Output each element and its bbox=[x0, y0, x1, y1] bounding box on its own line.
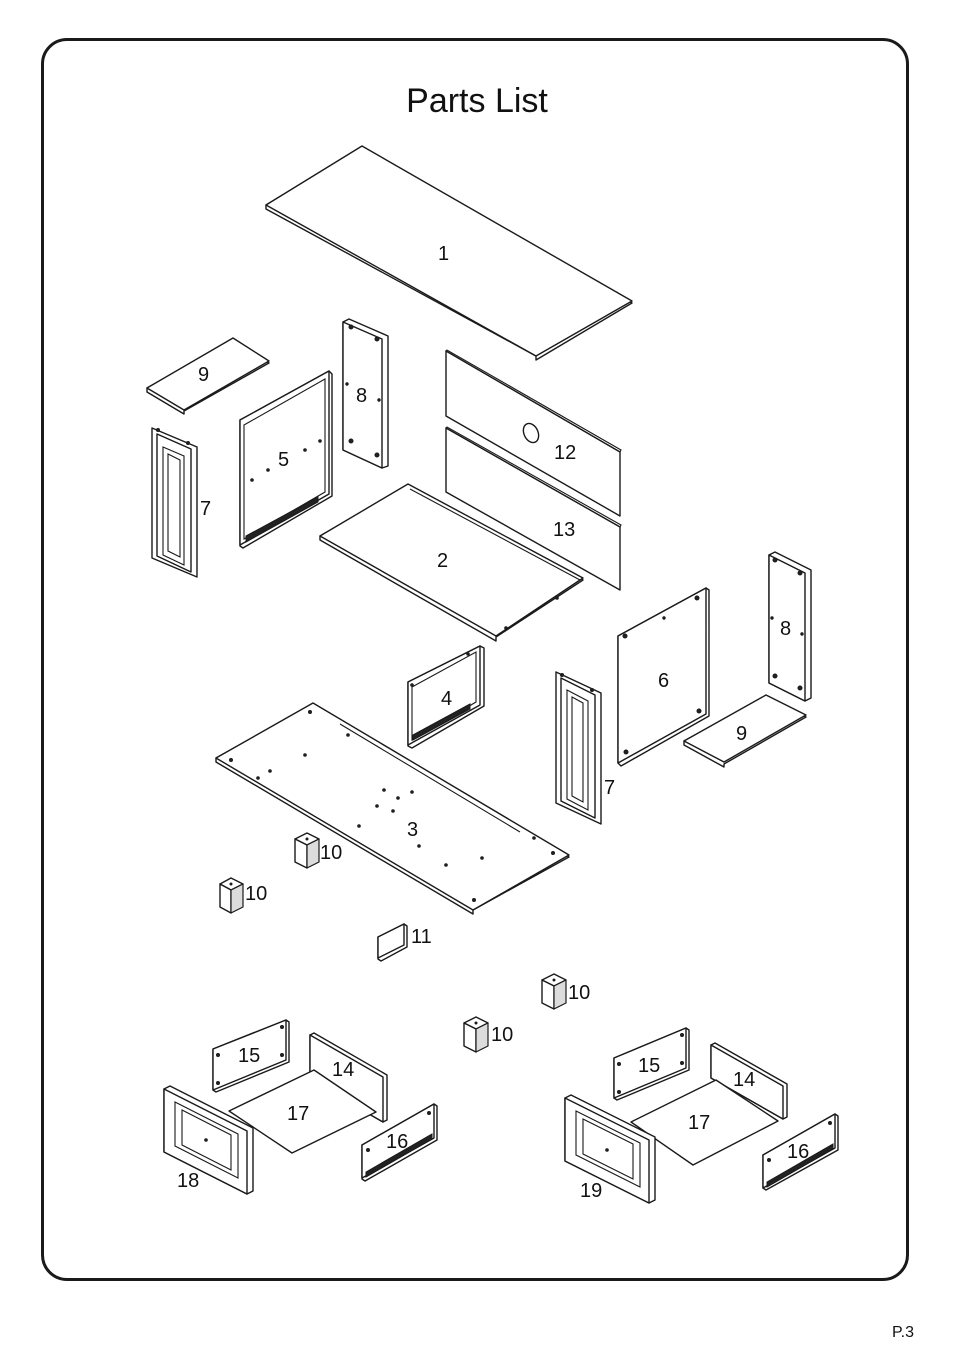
part-17-drawer-bottom-left bbox=[228, 1069, 377, 1154]
label-part-15-left: 15 bbox=[238, 1045, 260, 1067]
label-part-12: 12 bbox=[554, 442, 576, 464]
label-part-9-right: 9 bbox=[736, 723, 747, 745]
part-15-drawer-back-left bbox=[212, 1019, 290, 1093]
page-title: Parts List bbox=[406, 82, 548, 120]
label-part-9-left: 9 bbox=[198, 364, 209, 386]
part-10-leg-b bbox=[219, 877, 244, 914]
part-4-divider bbox=[407, 645, 485, 749]
label-part-11: 11 bbox=[411, 926, 432, 948]
label-part-8-upper: 8 bbox=[356, 385, 367, 407]
label-part-16-left: 16 bbox=[386, 1131, 408, 1153]
part-7-door-right bbox=[555, 671, 602, 825]
label-part-17-right: 17 bbox=[688, 1112, 710, 1134]
part-9-shelf-right bbox=[683, 694, 807, 768]
part-16-drawer-side-right bbox=[762, 1113, 839, 1191]
label-part-14-left: 14 bbox=[332, 1059, 354, 1081]
label-part-13: 13 bbox=[553, 519, 575, 541]
label-part-3: 3 bbox=[407, 819, 418, 841]
part-8-post-upper bbox=[342, 318, 389, 469]
part-7-door-left bbox=[151, 427, 198, 578]
part-2-middle-shelf bbox=[319, 483, 584, 642]
label-part-10-a: 10 bbox=[320, 842, 342, 864]
part-18-drawer-front-left bbox=[163, 1085, 254, 1195]
part-10-leg-c bbox=[541, 973, 567, 1010]
part-1-top-panel bbox=[265, 145, 633, 361]
part-12-back-panel-upper bbox=[445, 349, 622, 517]
page-border bbox=[41, 38, 909, 1281]
label-part-5: 5 bbox=[278, 449, 289, 471]
label-part-8-right: 8 bbox=[780, 618, 791, 640]
label-part-10-c: 10 bbox=[568, 982, 590, 1004]
part-16-drawer-side-left bbox=[361, 1103, 438, 1182]
label-part-16-right: 16 bbox=[787, 1141, 809, 1163]
part-6-side-panel-right bbox=[617, 587, 710, 767]
label-part-18: 18 bbox=[177, 1170, 199, 1192]
page-number: P.3 bbox=[892, 1324, 914, 1341]
part-3-bottom-panel bbox=[215, 702, 570, 915]
part-5-side-panel-left bbox=[239, 370, 333, 549]
part-19-drawer-front-right bbox=[564, 1094, 656, 1204]
label-part-10-b: 10 bbox=[245, 883, 267, 905]
label-part-10-d: 10 bbox=[491, 1024, 513, 1046]
part-11-bracket bbox=[377, 923, 408, 962]
label-part-15-right: 15 bbox=[638, 1055, 660, 1077]
part-9-shelf-left bbox=[146, 337, 270, 415]
part-10-leg-d bbox=[463, 1016, 489, 1053]
label-part-17-left: 17 bbox=[287, 1103, 309, 1125]
label-part-6: 6 bbox=[658, 670, 669, 692]
label-part-4: 4 bbox=[441, 688, 452, 710]
label-part-2: 2 bbox=[437, 550, 448, 572]
label-part-14-right: 14 bbox=[733, 1069, 755, 1091]
label-part-1: 1 bbox=[438, 243, 449, 265]
label-part-7-left: 7 bbox=[200, 498, 211, 520]
part-14-drawer-side-right bbox=[710, 1042, 788, 1120]
label-part-7-right: 7 bbox=[604, 777, 615, 799]
part-15-drawer-back-right bbox=[613, 1027, 690, 1101]
part-10-leg-a bbox=[294, 832, 320, 869]
label-part-19: 19 bbox=[580, 1180, 602, 1202]
part-8-post-right bbox=[768, 551, 812, 702]
part-17-drawer-bottom-right bbox=[630, 1079, 779, 1166]
part-13-back-panel-lower bbox=[445, 426, 622, 591]
